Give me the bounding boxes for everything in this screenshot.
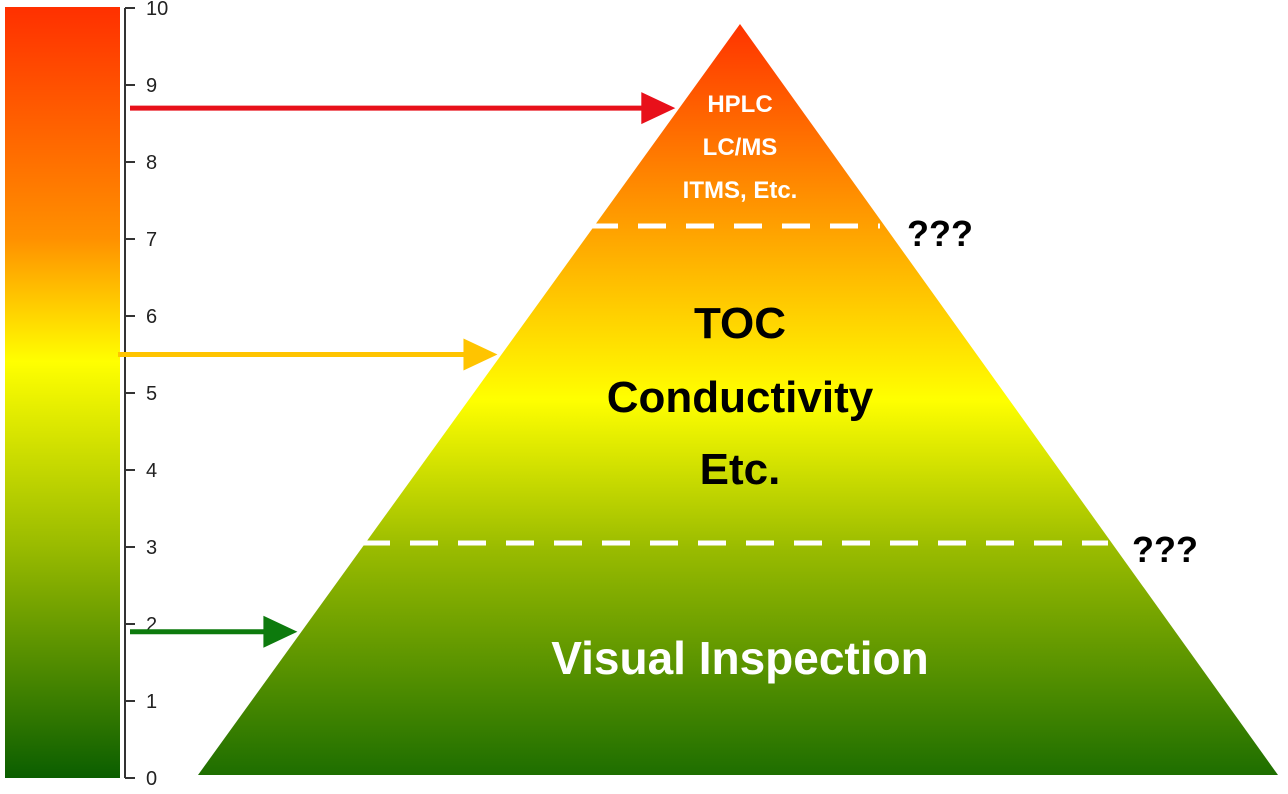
bottom-tier-label: Visual Inspection (551, 632, 928, 684)
color-scale-bar (5, 7, 120, 778)
pyramid (198, 24, 1278, 775)
scale-tick-label: 10 (146, 0, 168, 20)
scale-tick-label: 3 (146, 537, 157, 559)
arrow-to-top-tier (130, 92, 676, 125)
scale-tick-label: 8 (146, 152, 157, 174)
top-tier-line-3: ITMS, Etc. (683, 177, 798, 204)
arrowhead-icon (463, 338, 498, 371)
arrowhead-icon (641, 92, 676, 125)
arrow-to-bottom-tier (130, 615, 298, 648)
scale-tick-label: 6 (146, 306, 157, 328)
scale-tick-label: 1 (146, 691, 157, 713)
middle-tier-line-3: Etc. (700, 445, 781, 494)
scale-tick-label: 0 (146, 768, 157, 790)
middle-tier-line-1: TOC (694, 299, 786, 348)
arrowhead-icon (263, 615, 298, 648)
scale-tick-label: 2 (146, 614, 157, 636)
scale-tick-label: 7 (146, 229, 157, 251)
top-tier-line-2: LC/MS (703, 134, 778, 161)
scale-tick-label: 9 (146, 75, 157, 97)
middle-tier-line-2: Conductivity (607, 373, 874, 422)
top-tier-line-1: HPLC (707, 91, 772, 118)
scale-axis: 0 1 2 3 4 5 6 7 8 9 10 (124, 0, 168, 790)
boundary-label-lower: ??? (1132, 529, 1198, 570)
scale-tick-label: 5 (146, 383, 157, 405)
arrow-to-middle-tier (118, 338, 498, 371)
scale-tick-label: 4 (146, 460, 157, 482)
boundary-label-upper: ??? (907, 213, 973, 254)
